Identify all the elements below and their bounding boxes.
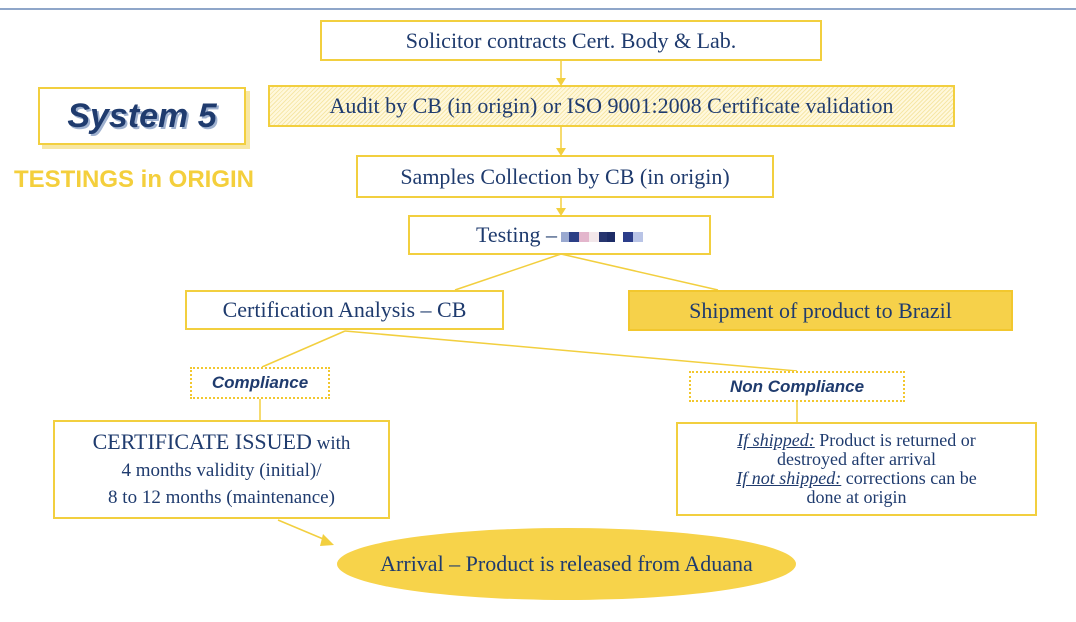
node-shipment: Shipment of product to Brazil: [628, 290, 1013, 331]
label-compliance-text: Compliance: [211, 373, 309, 392]
if-shipped-text: Product is returned or: [814, 430, 976, 450]
if-not-shipped-line: If not shipped: corrections can be: [736, 469, 976, 488]
node-shipment-text: Shipment of product to Brazil: [689, 297, 952, 323]
if-not-shipped-line-2: done at origin: [806, 487, 907, 507]
node-arrival: Arrival – Product is released from Aduan…: [337, 528, 796, 600]
if-shipped-label: If shipped:: [737, 430, 815, 450]
arrowhead-arrival: [320, 534, 334, 546]
certificate-title: CERTIFICATE ISSUED: [92, 429, 312, 454]
connector-certificate-arrival: [277, 519, 329, 542]
node-testing: Testing –: [408, 215, 711, 255]
node-audit: Audit by CB (in origin) or ISO 9001:2008…: [268, 85, 955, 127]
certificate-line-2: 4 months validity (initial)/: [121, 460, 322, 481]
node-solicitor: Solicitor contracts Cert. Body & Lab.: [320, 20, 822, 61]
connector-testing-shipment: [560, 253, 719, 291]
node-samples-text: Samples Collection by CB (in origin): [400, 163, 730, 189]
system-5-label: System 5: [38, 87, 246, 145]
node-non-compliance-outcome: If shipped: Product is returned or destr…: [676, 422, 1037, 516]
label-non-compliance-text: Non Compliance: [729, 376, 865, 396]
top-divider-line: [0, 8, 1076, 10]
node-arrival-text: Arrival – Product is released from Aduan…: [380, 551, 753, 576]
system-5-text: System 5: [67, 96, 217, 135]
node-testing-text: Testing –: [476, 222, 557, 247]
node-solicitor-text: Solicitor contracts Cert. Body & Lab.: [405, 27, 737, 53]
node-certification-text: Certification Analysis – CB: [222, 297, 467, 322]
arrowhead-audit: [556, 78, 566, 86]
connector-certification-noncompliance: [344, 330, 798, 372]
label-non-compliance: Non Compliance: [689, 371, 905, 402]
node-certificate-issued: CERTIFICATE ISSUED with 4 months validit…: [53, 420, 390, 519]
label-compliance: Compliance: [190, 367, 330, 399]
if-not-shipped-text: corrections can be: [841, 468, 977, 488]
if-shipped-line-2: destroyed after arrival: [777, 449, 936, 469]
redacted-lab-name: [560, 222, 643, 248]
node-certification: Certification Analysis – CB: [185, 290, 504, 330]
arrowhead-testing: [556, 208, 566, 216]
node-audit-text: Audit by CB (in origin) or ISO 9001:2008…: [329, 93, 894, 118]
subtitle-testings: TESTINGS in ORIGIN: [14, 166, 255, 193]
arrowhead-samples: [556, 148, 566, 156]
certificate-line-1: CERTIFICATE ISSUED with: [93, 428, 351, 457]
node-samples: Samples Collection by CB (in origin): [356, 155, 774, 198]
connector-testing-certification: [454, 253, 562, 291]
if-shipped-line: If shipped: Product is returned or: [737, 431, 975, 450]
certificate-with: with: [311, 433, 351, 454]
certificate-line-3: 8 to 12 months (maintenance): [108, 487, 335, 508]
connector-certification-compliance: [261, 330, 346, 368]
if-not-shipped-label: If not shipped:: [736, 468, 842, 488]
